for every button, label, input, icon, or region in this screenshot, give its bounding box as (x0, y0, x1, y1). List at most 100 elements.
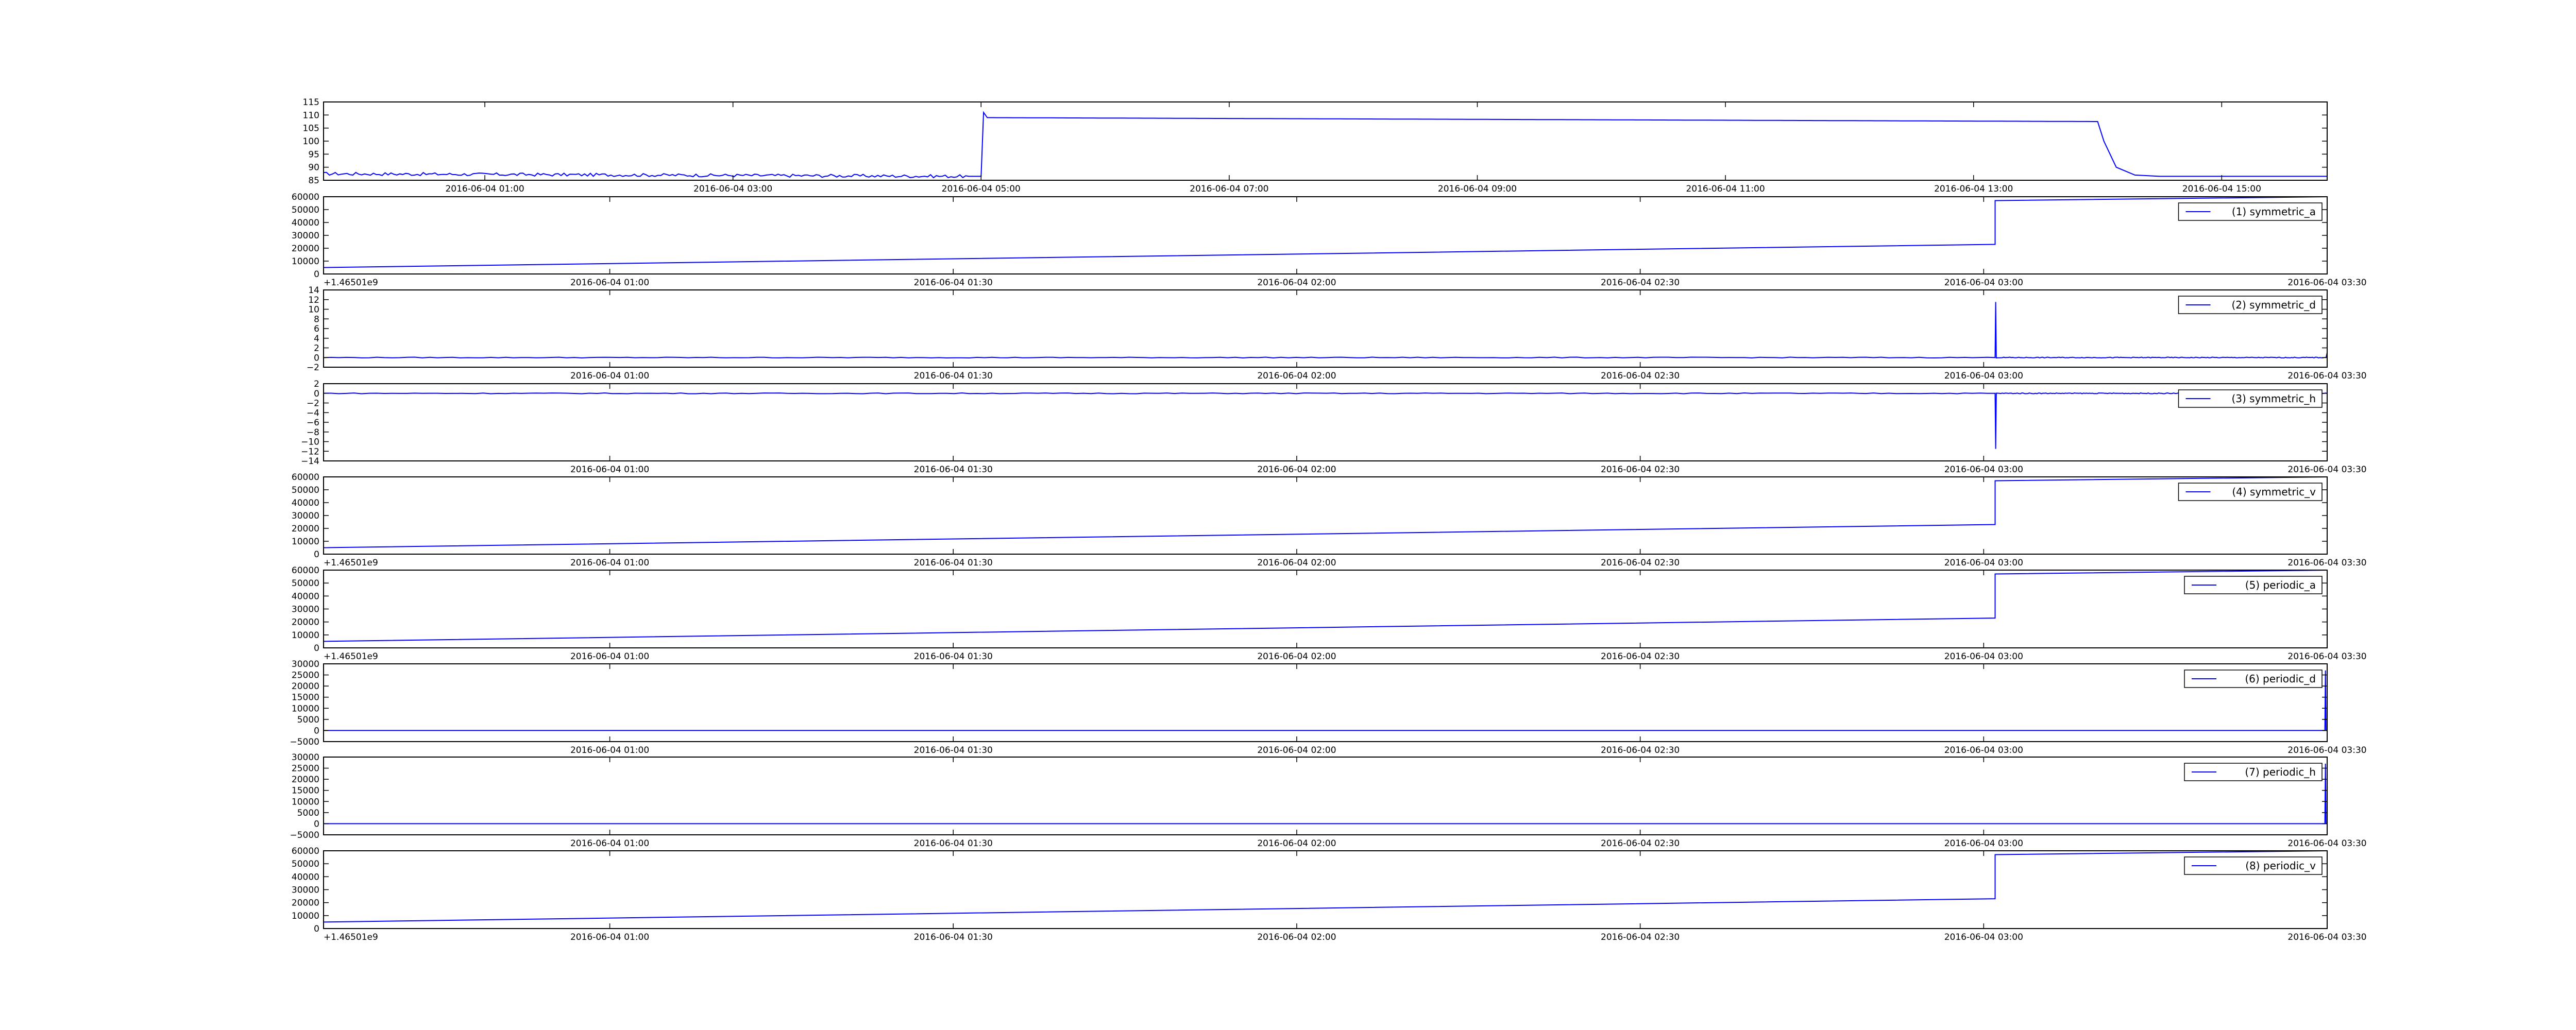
y-tick-label: −10 (301, 437, 319, 448)
series-line-8 (323, 850, 2328, 923)
x-tick-label: 2016-06-04 01:00 (570, 838, 649, 849)
x-tick-label: 2016-06-04 01:30 (914, 838, 993, 849)
legend: (1) symmetric_a (2178, 202, 2323, 221)
x-tick-label: 2016-06-04 02:30 (1601, 278, 1680, 288)
x-tick-label: 2016-06-04 02:00 (1257, 745, 1336, 756)
x-tick-label: 2016-06-04 11:00 (1686, 184, 1765, 194)
series-line-6 (324, 670, 2327, 731)
legend: (4) symmetric_v (2178, 483, 2323, 501)
x-offset-label: +1.46501e9 (324, 651, 378, 662)
x-tick-label: 2016-06-04 02:00 (1257, 558, 1336, 568)
legend: (7) periodic_h (2184, 763, 2323, 781)
y-tick-label: 105 (303, 124, 319, 134)
axes-frame-6 (323, 663, 2328, 742)
y-tick-label: 60000 (292, 846, 319, 856)
axes-frame-4 (323, 476, 2328, 555)
y-tick-label: −2 (307, 399, 319, 409)
y-tick-label: 5000 (297, 715, 319, 725)
y-tick-label: 10000 (292, 797, 319, 807)
y-tick-label: 0 (314, 643, 319, 654)
y-tick-label: 20000 (292, 775, 319, 785)
y-tick-label: 115 (303, 97, 319, 108)
y-tick-label: 0 (314, 389, 319, 399)
y-tick-label: 50000 (292, 485, 319, 495)
y-tick-label: 30000 (292, 605, 319, 615)
x-tick-label: 2016-06-04 02:30 (1601, 838, 1680, 849)
x-tick-label: 2016-06-04 02:30 (1601, 465, 1680, 475)
x-tick-label: 2016-06-04 13:00 (1934, 184, 2013, 194)
x-tick-label: 2016-06-04 03:00 (1944, 465, 2023, 475)
y-tick-label: 25000 (292, 764, 319, 774)
legend-label: (4) symmetric_v (2232, 486, 2316, 498)
x-tick-label: 2016-06-04 01:00 (570, 371, 649, 381)
y-tick-label: −14 (301, 456, 319, 467)
x-tick-label: 2016-06-04 09:00 (1438, 184, 1517, 194)
x-tick-label: 2016-06-04 03:00 (1944, 558, 2023, 568)
x-tick-label: 2016-06-04 02:30 (1601, 932, 1680, 942)
legend: (2) symmetric_d (2178, 296, 2323, 314)
x-tick-label: 2016-06-04 15:00 (2182, 184, 2261, 194)
y-tick-label: 110 (303, 110, 319, 121)
legend: (6) periodic_d (2184, 670, 2323, 688)
y-tick-label: −8 (307, 427, 319, 438)
y-tick-label: 0 (314, 924, 319, 934)
y-tick-label: 14 (308, 285, 319, 296)
axes-frame-2 (323, 289, 2328, 368)
x-tick-label: 2016-06-04 03:30 (2287, 651, 2366, 662)
y-tick-label: 0 (314, 269, 319, 280)
x-tick-label: 2016-06-04 01:00 (570, 651, 649, 662)
legend-label: (1) symmetric_a (2232, 205, 2316, 218)
y-tick-label: 15000 (292, 786, 319, 796)
axes-frame-7 (323, 757, 2328, 835)
series-line-5 (323, 570, 2328, 642)
x-tick-label: 2016-06-04 03:00 (1944, 371, 2023, 381)
y-tick-label: 90 (308, 163, 319, 173)
y-tick-label: 100 (303, 136, 319, 147)
y-tick-label: 4 (314, 334, 319, 344)
y-tick-label: 0 (314, 353, 319, 363)
y-tick-label: 25000 (292, 671, 319, 681)
x-tick-label: 2016-06-04 03:00 (693, 184, 772, 194)
x-tick-label: 2016-06-04 02:00 (1257, 371, 1336, 381)
y-tick-label: 20000 (292, 898, 319, 908)
y-tick-label: 40000 (292, 218, 319, 228)
chart-panel-8: 01000020000300004000050000600002016-06-0… (292, 846, 2367, 942)
x-tick-label: 2016-06-04 01:30 (914, 278, 993, 288)
x-tick-label: 2016-06-04 02:00 (1257, 465, 1336, 475)
x-tick-label: 2016-06-04 07:00 (1190, 184, 1268, 194)
y-tick-label: 60000 (292, 565, 319, 576)
x-tick-label: 2016-06-04 02:30 (1601, 371, 1680, 381)
y-tick-label: 20000 (292, 244, 319, 254)
y-tick-label: 20000 (292, 617, 319, 628)
y-tick-label: 8 (314, 314, 319, 324)
y-tick-label: −6 (307, 418, 319, 428)
x-tick-label: 2016-06-04 01:30 (914, 465, 993, 475)
y-tick-label: 30000 (292, 885, 319, 896)
legend-label: (8) periodic_v (2245, 860, 2316, 872)
legend-label: (2) symmetric_d (2231, 299, 2316, 311)
x-tick-label: 2016-06-04 03:30 (2287, 745, 2366, 756)
y-tick-label: 50000 (292, 205, 319, 215)
y-tick-label: 85 (308, 176, 319, 186)
y-tick-label: 2 (314, 344, 319, 354)
y-tick-label: 10000 (292, 630, 319, 641)
x-tick-label: 2016-06-04 02:30 (1601, 558, 1680, 568)
y-tick-label: 40000 (292, 591, 319, 602)
y-tick-label: −5000 (290, 830, 319, 840)
series-line-0 (323, 111, 2327, 179)
x-tick-label: 2016-06-04 02:00 (1257, 932, 1336, 942)
y-tick-label: 10 (308, 305, 319, 315)
y-tick-label: −12 (301, 447, 319, 457)
y-tick-label: 60000 (292, 472, 319, 483)
x-tick-label: 2016-06-04 02:30 (1601, 651, 1680, 662)
x-tick-label: 2016-06-04 03:00 (1944, 278, 2023, 288)
chart-panel-5: 01000020000300004000050000600002016-06-0… (292, 565, 2367, 662)
series-line-2 (323, 302, 2328, 359)
x-offset-label: +1.46501e9 (324, 558, 378, 568)
x-tick-label: 2016-06-04 03:30 (2287, 371, 2366, 381)
legend: (5) periodic_a (2184, 576, 2323, 594)
y-tick-label: 0 (314, 819, 319, 829)
y-tick-label: 60000 (292, 192, 319, 202)
